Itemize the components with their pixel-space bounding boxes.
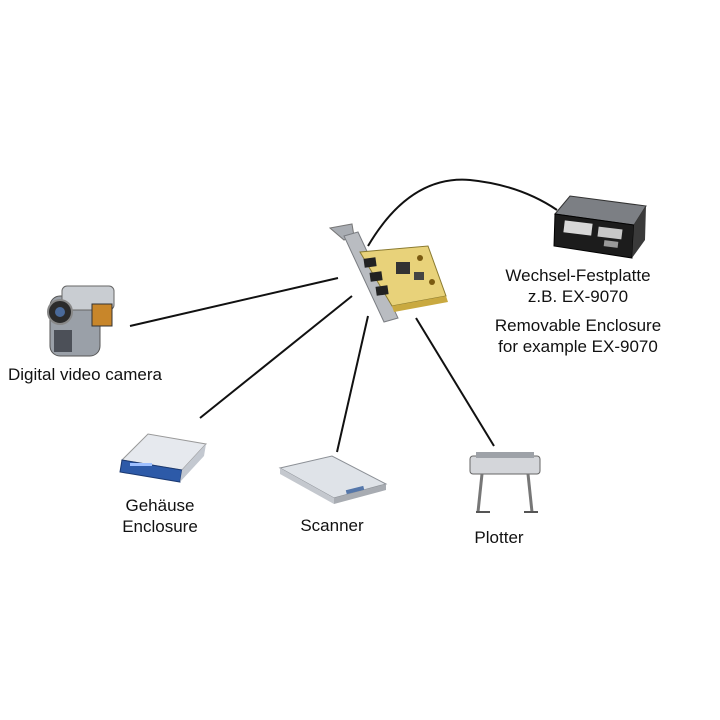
enclosure-image	[119, 433, 207, 483]
line-to-plotter	[415, 317, 495, 447]
line-to-camera	[129, 277, 339, 327]
enclosure-line-1: Gehäuse	[125, 496, 195, 515]
removable-enclosure-label: Wechsel-Festplatte z.B. EX-9070 Removabl…	[483, 265, 673, 357]
removable-line-3: Removable Enclosure	[494, 316, 662, 335]
removable-line-1: Wechsel-Festplatte	[505, 266, 651, 285]
scanner-label-text: Scanner	[300, 516, 364, 535]
line-to-removable-enclosure	[367, 178, 558, 247]
line-to-enclosure	[199, 295, 353, 419]
camera-label: Digital video camera	[0, 364, 170, 385]
scanner-label: Scanner	[282, 515, 382, 536]
camera-image	[47, 285, 115, 357]
enclosure-label: Gehäuse Enclosure	[100, 495, 220, 537]
removable-line-2: z.B. EX-9070	[527, 287, 629, 306]
removable-enclosure-image	[553, 195, 647, 259]
plotter-image	[469, 452, 541, 513]
line-to-scanner	[336, 315, 369, 453]
camera-label-text: Digital video camera	[7, 365, 162, 384]
removable-line-4: for example EX-9070	[498, 337, 658, 356]
plotter-label-text: Plotter	[474, 528, 524, 547]
connection-lines	[129, 178, 558, 453]
plotter-label: Plotter	[449, 527, 549, 548]
scanner-image	[278, 455, 388, 504]
pci-card-image	[328, 223, 448, 323]
enclosure-line-2: Enclosure	[122, 517, 198, 536]
